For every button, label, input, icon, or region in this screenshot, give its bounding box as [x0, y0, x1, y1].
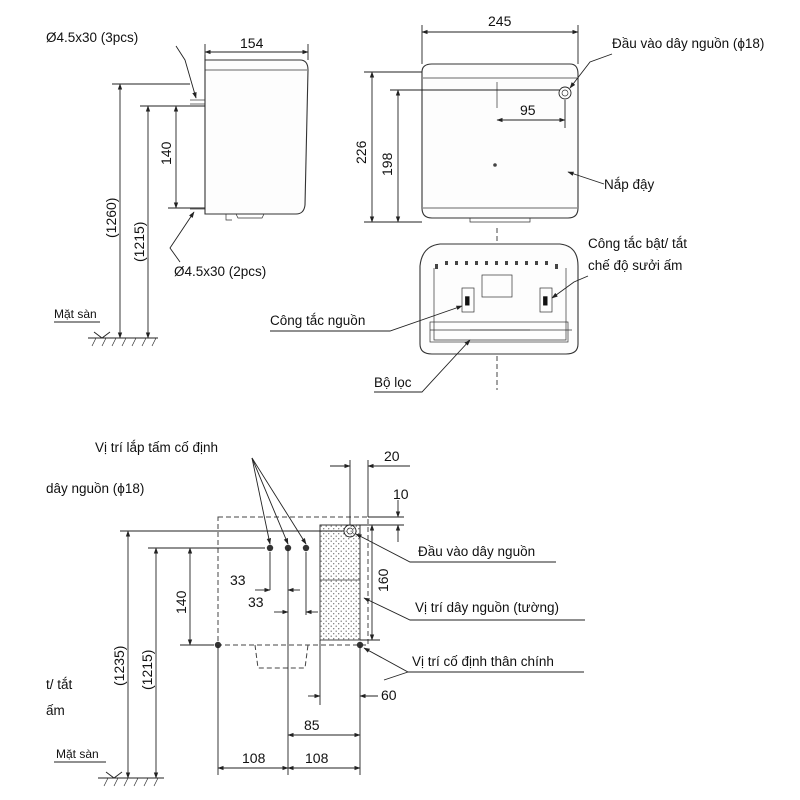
svg-text:▮: ▮ — [464, 293, 471, 307]
front-view-unit-body — [421, 63, 579, 219]
clamp-hole-3 — [302, 544, 310, 552]
clamp-pos-label-line2: dây nguồn (ϕ18) — [46, 481, 144, 496]
wall-floor-label: Mặt sàn — [56, 747, 99, 761]
front-198-label: 198 — [379, 152, 395, 176]
dim-140-label: 140 — [173, 590, 189, 614]
wall-plan: 20 10 160 33 33 140 (1235) (1215) — [46, 440, 585, 787]
side-view: 154 140 (1260) (1215) Mặt sàn Ø4.5x30 (3… — [46, 30, 309, 347]
dim-108b-label: 108 — [305, 750, 329, 766]
filter — [429, 321, 569, 343]
dim-160-label: 160 — [375, 568, 391, 592]
cropped-text-line1: t/ tắt — [46, 677, 73, 692]
side-1260-label: (1260) — [103, 198, 119, 238]
heating-mode-switch — [539, 287, 553, 313]
bottom-vent-slots — [435, 261, 558, 269]
dim-60-label: 60 — [381, 687, 397, 703]
side-view-unit-body — [204, 59, 309, 215]
side-depth-label: 154 — [240, 35, 264, 51]
side-floor-label: Mặt sàn — [54, 307, 97, 321]
wall-cable-label: Vị trí dây nguồn (tường) — [415, 600, 559, 615]
side-140-label: 140 — [158, 141, 174, 165]
svg-text:▮: ▮ — [542, 293, 549, 307]
heat-switch-label-line1: Công tắc bật/ tắt — [588, 236, 687, 251]
front-power-inlet-label: Đầu vào dây nguồn (ϕ18) — [612, 36, 764, 51]
wall-plan-unit-outline — [217, 516, 369, 646]
front-power-inlet-hole — [558, 86, 572, 100]
dim-1235-label: (1235) — [111, 646, 127, 686]
clamp-hole-1 — [266, 544, 274, 552]
cropped-text-line2: ấm — [46, 703, 65, 718]
front-95-label: 95 — [520, 102, 536, 118]
dim-33b-label: 33 — [248, 594, 264, 610]
front-cover-label: Nắp đậy — [604, 177, 655, 192]
dim-85-label: 85 — [304, 717, 320, 733]
fix-pos-label: Vị trí cố định thân chính — [412, 654, 554, 669]
power-switch-label: Công tắc nguồn — [270, 313, 365, 328]
side-screw-bottom-label: Ø4.5x30 (2pcs) — [174, 264, 266, 279]
power-switch — [461, 287, 475, 313]
filter-label: Bộ lọc — [374, 375, 412, 390]
dim-20-label: 20 — [384, 448, 400, 464]
wall-power-inlet-label: Đầu vào dây nguồn — [418, 544, 535, 559]
front-width-label: 245 — [488, 13, 512, 29]
bottom-view: ▮ ▮ Công tắc bật/ tắt chế độ sưởi ấm Côn… — [270, 236, 687, 393]
clamp-pos-label-line1: Vị trí lắp tấm cố định — [95, 440, 218, 455]
front-view: 245 95 226 198 Đầu vào dây nguồn (ϕ18) N… — [353, 13, 764, 390]
heat-switch-label-line2: chế độ sưởi ấm — [588, 258, 682, 273]
wall-cable-area — [319, 524, 361, 641]
dim-108a-label: 108 — [242, 750, 266, 766]
side-1215-label: (1215) — [131, 222, 147, 262]
dim-10-label: 10 — [393, 486, 409, 502]
dim-1215-label: (1215) — [139, 650, 155, 690]
bottom-view-unit-body — [419, 243, 579, 355]
side-screw-top-label: Ø4.5x30 (3pcs) — [46, 30, 138, 45]
dim-33a-label: 33 — [230, 572, 246, 588]
front-226-label: 226 — [353, 140, 369, 164]
